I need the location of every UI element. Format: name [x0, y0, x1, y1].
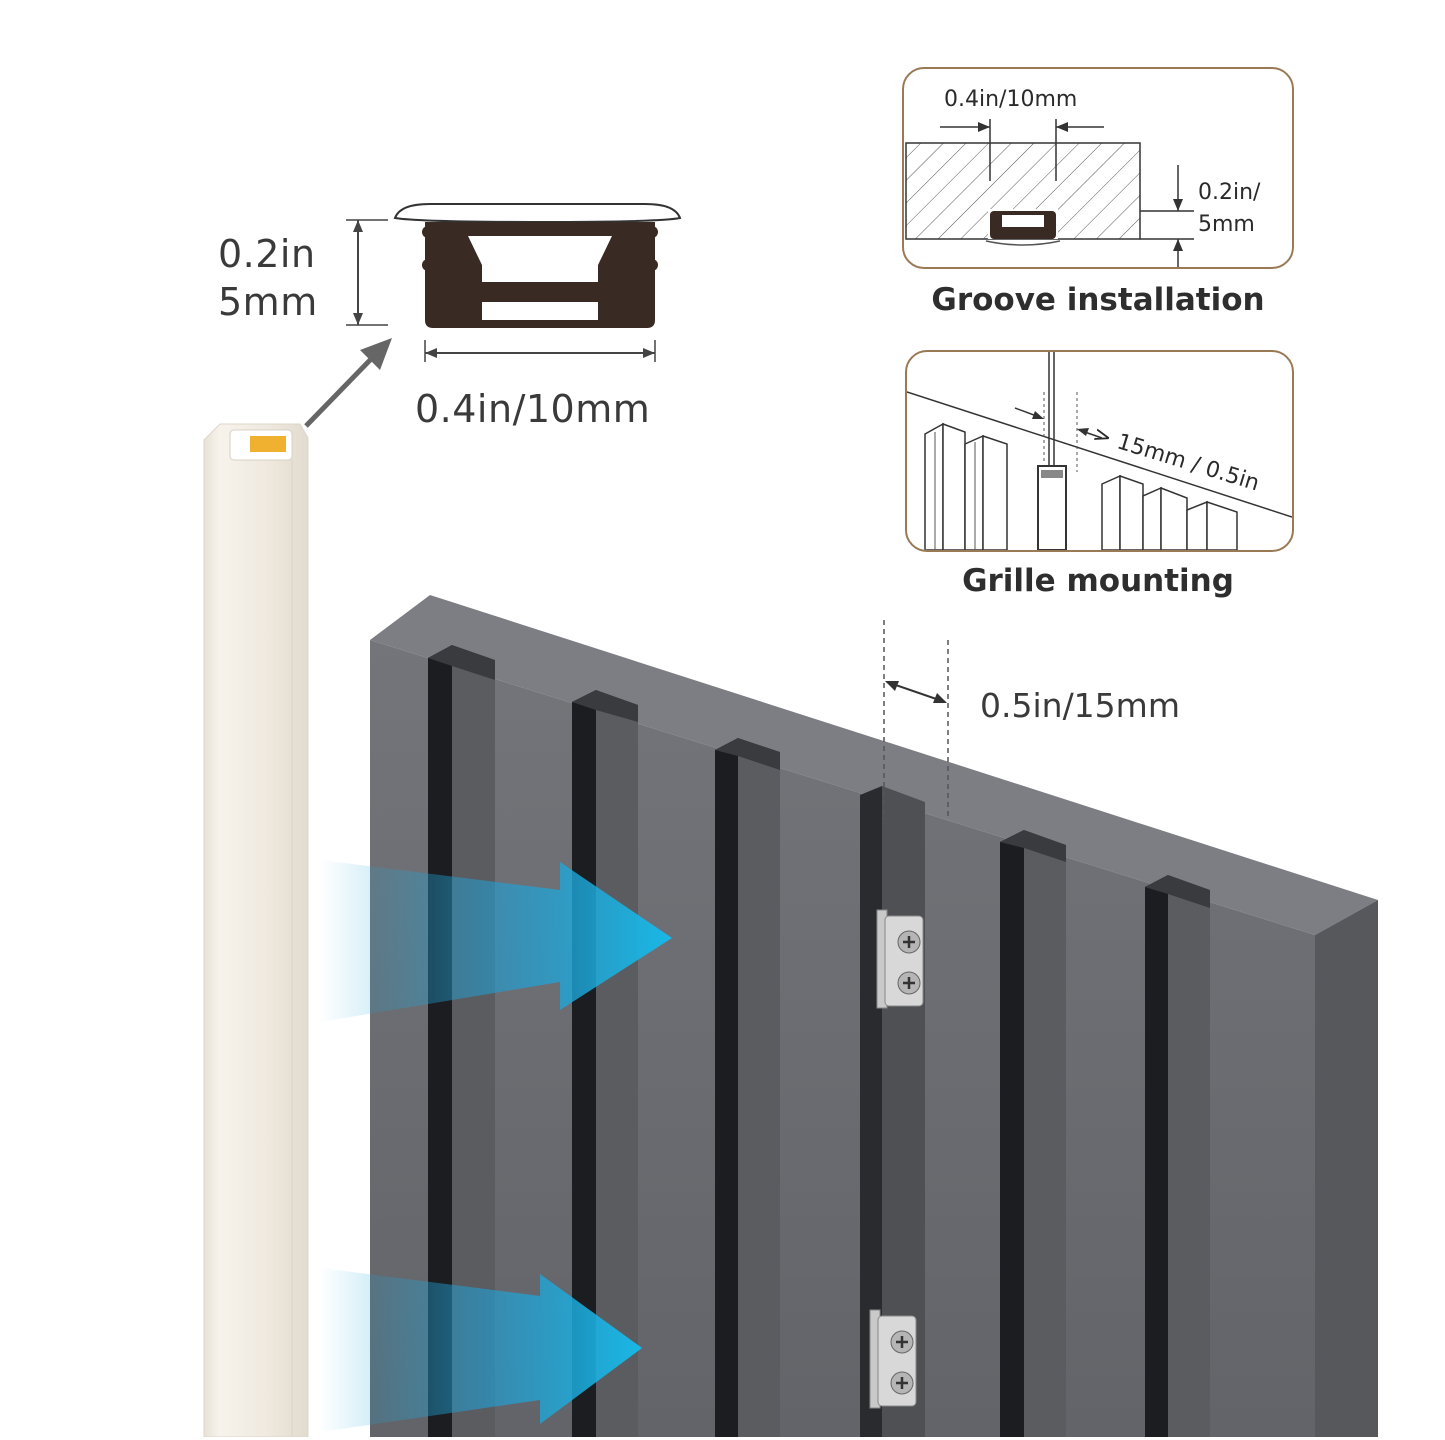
groove-width-label: 0.4in/10mm	[944, 87, 1078, 112]
profile-height-inch: 0.2in	[218, 232, 316, 276]
profile-height-label: 0.2in 5mm	[218, 230, 318, 326]
profile-cross-section	[340, 190, 700, 370]
groove-depth-mm: 5mm	[1198, 212, 1255, 237]
blue-arrow-icon	[320, 850, 680, 1030]
profile-width-label: 0.4in/10mm	[415, 387, 651, 431]
mounting-clip-icon	[875, 908, 927, 1012]
groove-depth-inch: 0.2in/	[1198, 180, 1261, 205]
panel-gap-dimension	[875, 620, 965, 820]
panel-gap-label: 0.5in/15mm	[980, 686, 1180, 725]
led-strip	[200, 420, 310, 1437]
screw-icon	[897, 971, 921, 995]
screw-icon	[890, 1371, 914, 1395]
pointer-arrow-icon	[300, 330, 400, 430]
grille-mounting-inset: > 15mm / 0.5in	[905, 350, 1294, 552]
screw-icon	[890, 1330, 914, 1354]
groove-installation-inset: 0.4in/10mm 0.2in/ 5mm	[902, 67, 1294, 269]
grille-mounting-caption: Grille mounting	[962, 563, 1234, 599]
groove-installation-caption: Groove installation	[931, 282, 1265, 318]
groove-depth-label: 0.2in/ 5mm	[1198, 177, 1260, 241]
blue-arrow-icon	[320, 1260, 650, 1440]
screw-icon	[897, 930, 921, 954]
profile-height-mm: 5mm	[218, 280, 318, 324]
mounting-clip-icon	[868, 1308, 920, 1412]
